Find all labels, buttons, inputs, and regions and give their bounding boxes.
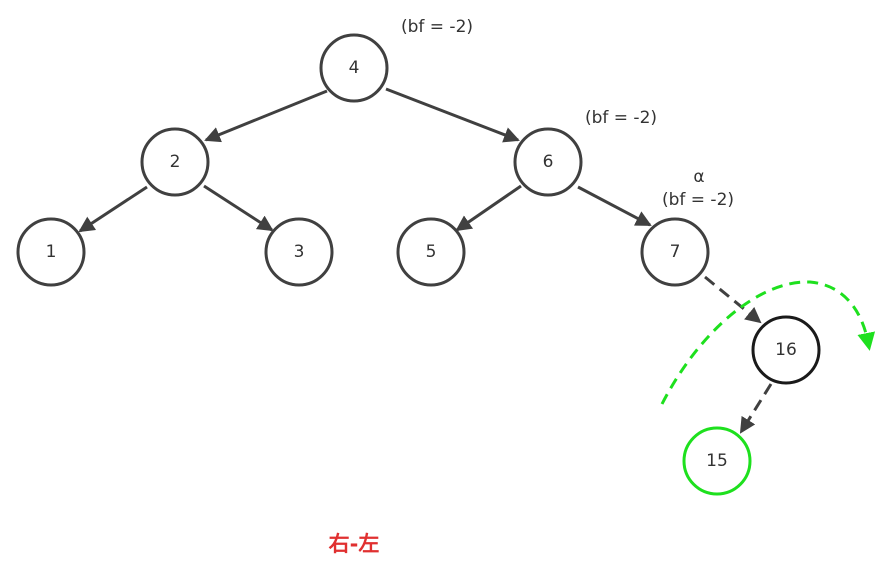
edge-7-to-16 bbox=[704, 275, 762, 324]
node-2: 2 bbox=[140, 127, 210, 197]
node-16-label: 16 bbox=[775, 340, 797, 360]
node-16: 16 bbox=[751, 315, 821, 385]
node-2-label: 2 bbox=[170, 152, 181, 172]
edge-16-to-15 bbox=[739, 383, 773, 434]
node-7: 7 bbox=[640, 217, 710, 287]
alpha-label: α bbox=[693, 167, 704, 187]
edge-4-to-2 bbox=[204, 89, 328, 143]
node-7-label: 7 bbox=[670, 242, 681, 262]
edge-4-to-6 bbox=[385, 87, 520, 143]
node-3-label: 3 bbox=[294, 242, 305, 262]
node-4: 4 bbox=[319, 33, 389, 103]
node-5-label: 5 bbox=[426, 242, 437, 262]
edge-6-to-7 bbox=[577, 185, 652, 227]
node-6-label: 6 bbox=[543, 152, 554, 172]
rotation-arrow bbox=[660, 280, 876, 405]
bf-root-annotation: (bf = -2) bbox=[401, 17, 473, 37]
node-4-label: 4 bbox=[349, 58, 360, 78]
node-1-label: 1 bbox=[46, 242, 57, 262]
bf-node6-annotation: (bf = -2) bbox=[585, 108, 657, 128]
edge-2-to-1 bbox=[78, 185, 148, 233]
rotation-type-caption: 右-左 bbox=[329, 532, 380, 556]
node-6: 6 bbox=[513, 127, 583, 197]
bf-node7-annotation: (bf = -2) bbox=[662, 190, 734, 210]
node-1: 1 bbox=[16, 217, 86, 287]
node-3: 3 bbox=[264, 217, 334, 287]
node-15: 15 bbox=[682, 426, 752, 496]
node-5: 5 bbox=[396, 217, 466, 287]
edge-6-to-5 bbox=[455, 184, 522, 232]
node-15-label: 15 bbox=[706, 451, 728, 471]
edge-2-to-3 bbox=[203, 184, 274, 232]
